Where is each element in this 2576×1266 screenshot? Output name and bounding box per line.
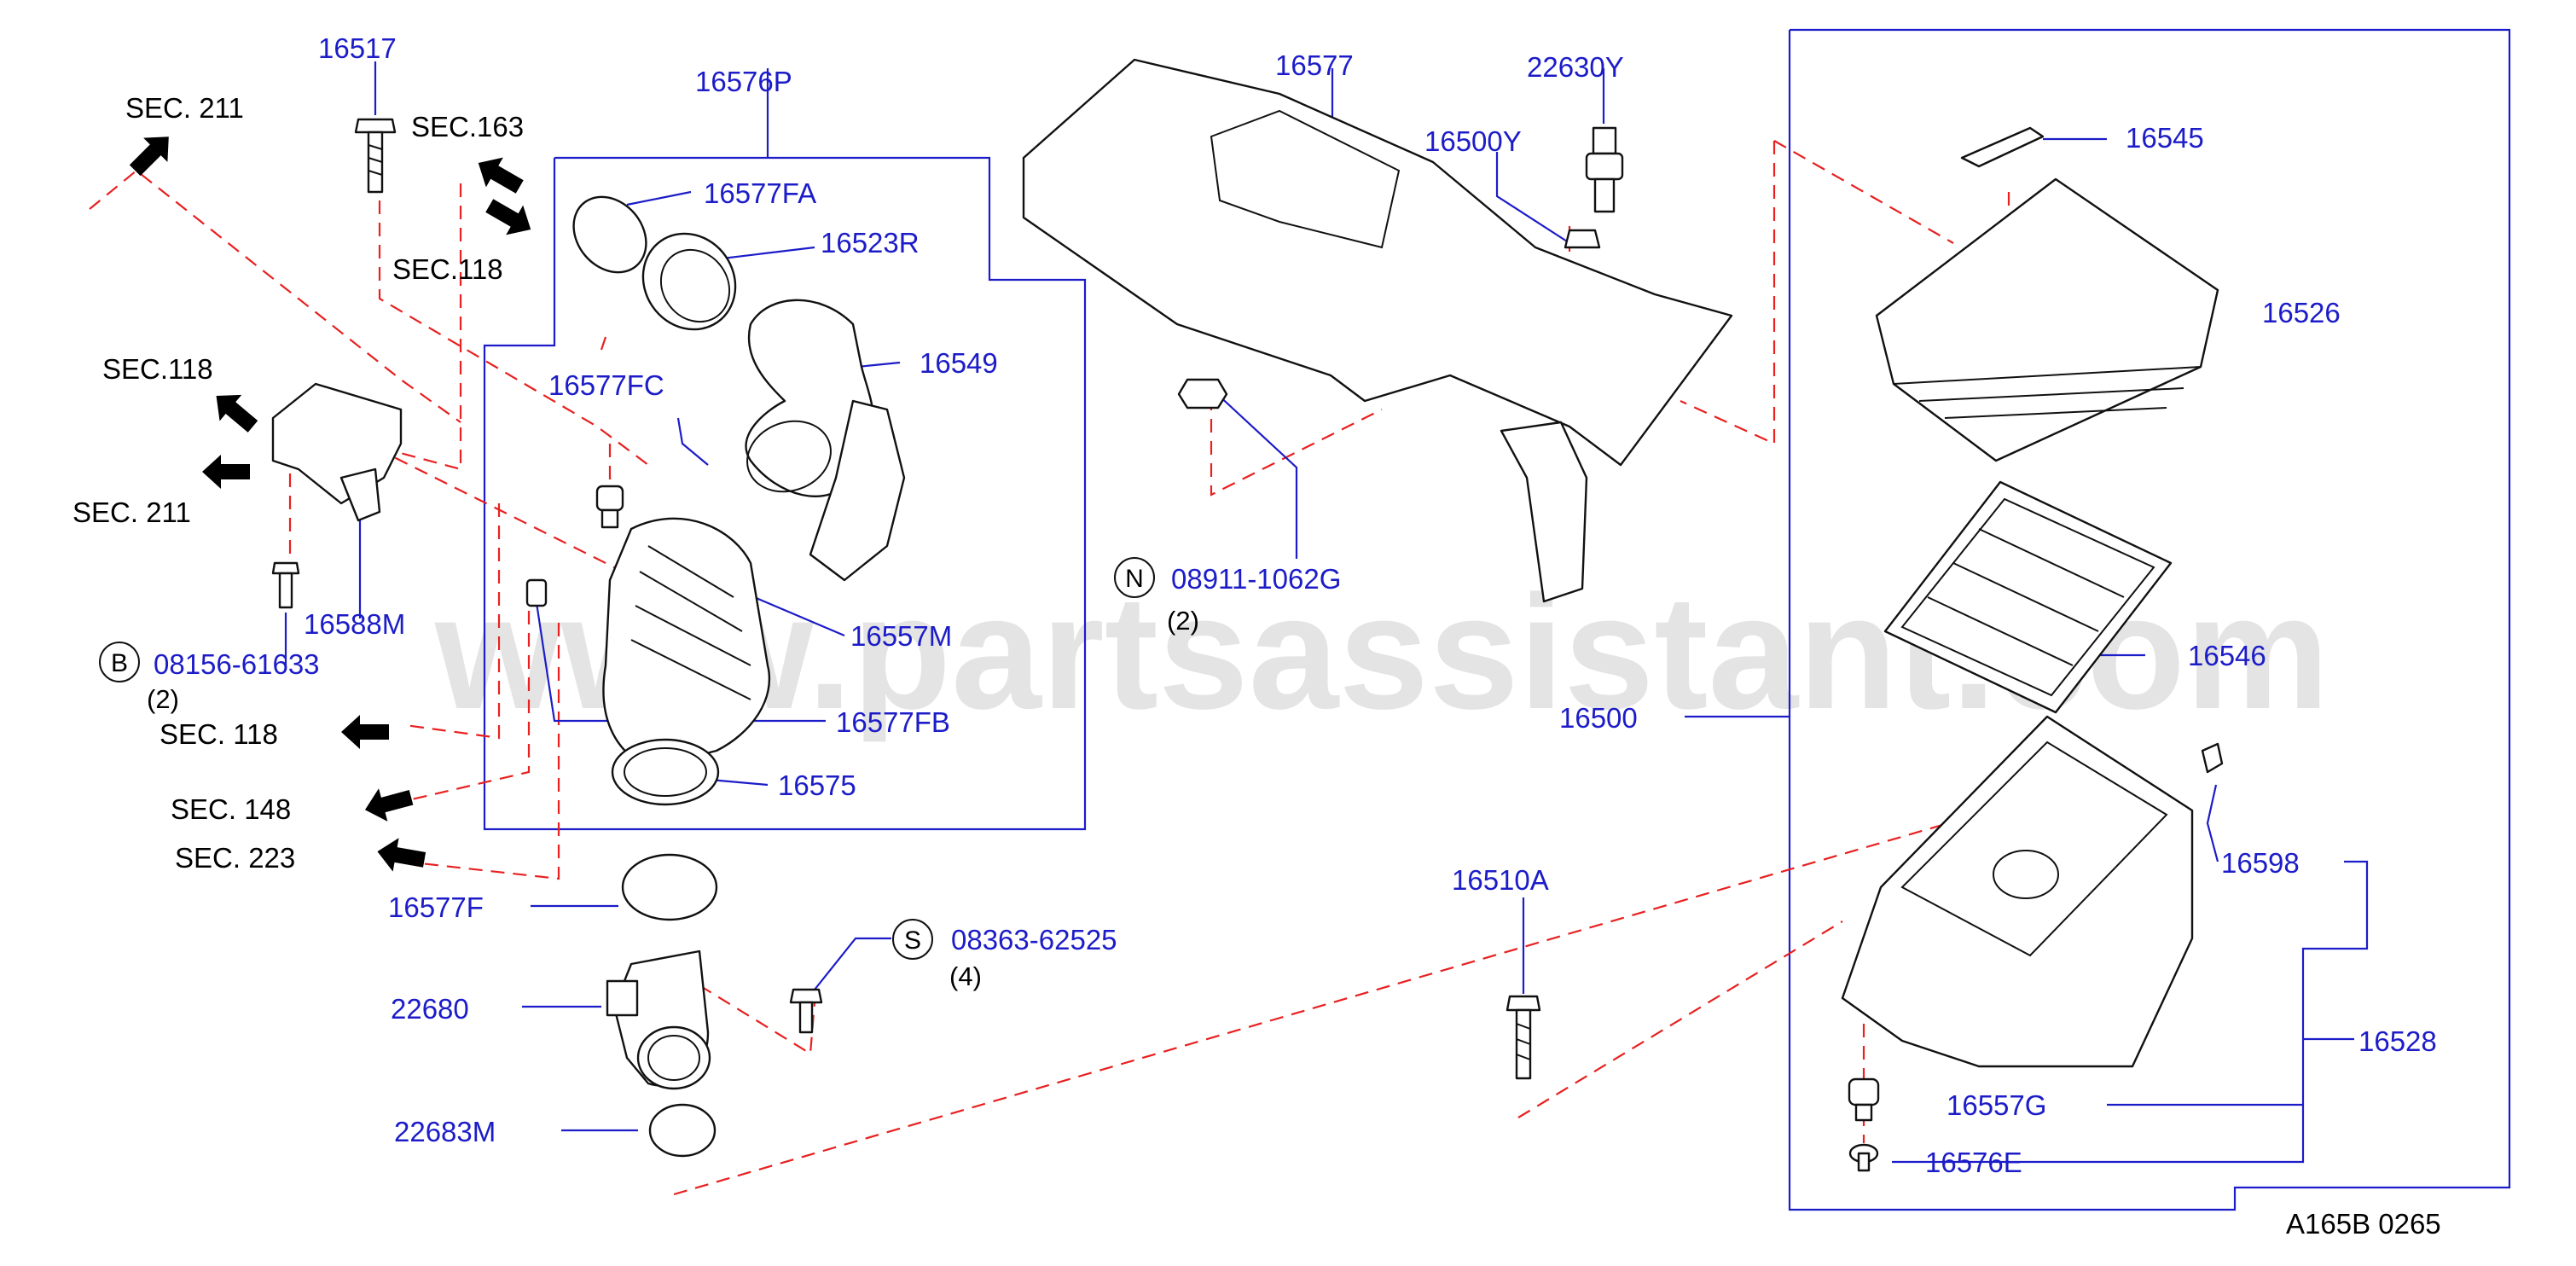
assembly-box-16576P <box>483 156 1087 831</box>
section-ref-sec223[interactable]: SEC. 223 <box>175 842 295 874</box>
section-ref-sec118-mid[interactable]: SEC.118 <box>392 253 503 285</box>
bolt-16510A <box>1506 995 1541 1080</box>
section-ref-sec211-left[interactable]: SEC. 211 <box>73 497 191 528</box>
bolt-08156-61633 <box>271 561 300 609</box>
bolt-16517 <box>354 118 397 194</box>
arrow-icon <box>377 838 426 872</box>
symbol-b: B <box>99 642 140 682</box>
label-16545 <box>1960 126 2045 168</box>
arrow-icon <box>364 788 414 822</box>
part-label-16577[interactable]: 16577 <box>1275 49 1354 81</box>
svg-text:S: S <box>904 926 921 955</box>
part-label-16576P[interactable]: 16576P <box>695 66 792 97</box>
section-ref-sec148[interactable]: SEC. 148 <box>171 793 291 825</box>
clip-16577FB <box>525 578 548 607</box>
part-label-16577FB[interactable]: 16577FB <box>836 706 950 738</box>
part-label-16500Y[interactable]: 16500Y <box>1424 125 1522 157</box>
section-ref-sec118-left[interactable]: SEC.118 <box>102 353 213 385</box>
sensor-22630Y <box>1585 126 1624 213</box>
clamp-16577F <box>621 853 718 921</box>
bolt-16576E <box>1848 1143 1879 1172</box>
part-label-16577FC[interactable]: 16577FC <box>548 369 664 401</box>
part-label-16577F[interactable]: 16577F <box>388 891 484 923</box>
section-ref-sec163[interactable]: SEC.163 <box>411 111 524 142</box>
bolt-08363-62525 <box>789 988 823 1034</box>
part-label-16517[interactable]: 16517 <box>318 32 397 64</box>
section-ref-sec211-top[interactable]: SEC. 211 <box>125 92 244 124</box>
part-label-08156-61633[interactable]: 08156-61633 <box>154 648 320 680</box>
dashed-assembly-lines <box>89 140 2022 1196</box>
part-label-22680[interactable]: 22680 <box>391 993 469 1025</box>
filter-element-16546 <box>1883 480 2173 714</box>
quantity-08156: (2) <box>147 684 179 714</box>
symbol-s: S <box>892 919 933 960</box>
part-label-16549[interactable]: 16549 <box>920 347 998 379</box>
part-label-16577FA[interactable]: 16577FA <box>704 177 816 209</box>
duct-16549 <box>745 299 906 582</box>
arrow-icon <box>478 157 524 194</box>
part-label-16557M[interactable]: 16557M <box>850 620 952 652</box>
part-label-22683M[interactable]: 22683M <box>394 1116 496 1147</box>
nut-08911-1062G <box>1177 378 1228 409</box>
part-label-16526[interactable]: 16526 <box>2262 297 2341 328</box>
seal-22683M <box>648 1103 717 1158</box>
part-label-08911-1062G[interactable]: 08911-1062G <box>1171 563 1341 595</box>
assembly-box-16500 <box>1788 28 2511 1211</box>
symbol-n: N <box>1114 557 1155 598</box>
part-label-16575[interactable]: 16575 <box>778 769 856 801</box>
section-ref-sec118-low[interactable]: SEC. 118 <box>160 718 278 750</box>
section-arrows <box>129 136 531 872</box>
seal-16523R <box>641 232 737 331</box>
part-label-16510A[interactable]: 16510A <box>1452 864 1549 896</box>
arrow-icon <box>216 394 258 433</box>
bracket-16588M <box>271 382 403 522</box>
part-label-16557G[interactable]: 16557G <box>1947 1089 2046 1121</box>
part-label-08363-62525[interactable]: 08363-62525 <box>951 924 1117 955</box>
clamp-16577FA <box>572 195 647 274</box>
part-label-16545[interactable]: 16545 <box>2126 122 2204 154</box>
clip-16598 <box>2201 742 2224 774</box>
part-label-16588M[interactable]: 16588M <box>304 608 405 640</box>
air-cleaner-body-16528 <box>1841 715 2194 1068</box>
svg-text:N: N <box>1125 565 1144 593</box>
part-label-16576E[interactable]: 16576E <box>1925 1147 2022 1178</box>
svg-text:B: B <box>111 649 128 677</box>
duct-16575 <box>602 517 771 806</box>
air-cleaner-cover-16526 <box>1875 177 2219 462</box>
part-label-16500[interactable]: 16500 <box>1559 702 1638 734</box>
arrow-icon <box>485 199 531 235</box>
part-label-16546[interactable]: 16546 <box>2188 640 2266 671</box>
arrow-icon <box>202 455 250 489</box>
diagram-code: A165B 0265 <box>2286 1208 2441 1240</box>
grommet-16557G <box>1848 1077 1880 1122</box>
part-label-16528[interactable]: 16528 <box>2358 1025 2437 1057</box>
air-flow-meter-22680 <box>606 950 711 1090</box>
arrow-icon <box>341 715 389 749</box>
arrow-icon <box>129 136 169 177</box>
grommet-16557M <box>595 485 624 529</box>
air-duct-16577 <box>1022 58 1733 603</box>
bracket-16528 <box>2081 860 2369 1164</box>
quantity-08911: (2) <box>1167 606 1199 636</box>
part-label-16598[interactable]: 16598 <box>2221 847 2300 879</box>
quantity-08363: (4) <box>949 961 982 991</box>
grommet-16500Y <box>1564 229 1601 249</box>
part-label-22630Y[interactable]: 22630Y <box>1527 51 1624 83</box>
part-label-16523R[interactable]: 16523R <box>821 227 920 258</box>
